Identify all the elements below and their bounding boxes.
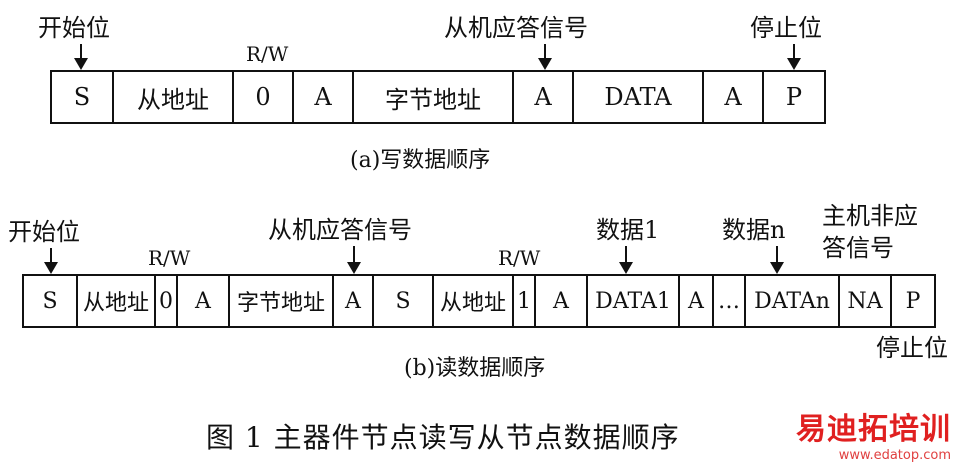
cell-b-slave-addr-1: 从地址 [78,276,156,326]
cell-a-ack-3: A [704,72,764,122]
arrow-b-start [44,248,58,274]
label-b-start: 开始位 [8,218,80,246]
label-b-ack: 从机应答信号 [268,216,412,244]
cell-b-byte-addr: 字节地址 [230,276,334,326]
label-b-master-ack-line1: 主机非应 [822,202,918,230]
cell-b-rw-1: 0 [156,276,178,326]
cell-b-nack: NA [840,276,892,326]
cell-a-ack-1: A [294,72,354,122]
arrow-b-datan [770,246,784,274]
write-sequence-frame: S 从地址 0 A 字节地址 A DATA A P [50,70,826,124]
label-a-ack: 从机应答信号 [444,14,588,42]
label-b-rw-1: R/W [148,246,191,270]
arrow-a-ack [538,44,552,70]
caption-a: (a)写数据顺序 [350,148,491,173]
label-a-start: 开始位 [38,14,110,42]
cell-b-datan: DATAn [746,276,840,326]
cell-a-byte-addr: 字节地址 [354,72,514,122]
cell-a-ack-2: A [514,72,574,122]
watermark-url: www.edatop.com [838,448,951,463]
cell-a-rw: 0 [234,72,294,122]
cell-b-slave-addr-2: 从地址 [434,276,514,326]
cell-b-ack-3: A [536,276,588,326]
cell-a-data: DATA [574,72,704,122]
label-b-datan: 数据n [722,216,786,244]
label-b-stop: 停止位 [876,334,948,362]
cell-b-ack-2: A [334,276,374,326]
caption-b: (b)读数据顺序 [404,356,546,381]
watermark-logo: 易迪拓培训 www.edatop.com [796,404,951,463]
cell-b-ellipsis: … [714,276,746,326]
cell-a-stop: P [785,83,803,111]
label-b-master-ack-line2: 答信号 [822,234,894,262]
cell-b-restart: S [374,276,434,326]
cell-a-slave-addr: 从地址 [114,72,234,122]
read-sequence-frame: S 从地址 0 A 字节地址 A S 从地址 1 A DATA1 A … DAT… [22,274,936,328]
arrow-b-data1 [619,246,633,274]
figure-title: 图 1 主器件节点读写从节点数据顺序 [206,421,680,454]
label-b-rw-2: R/W [498,246,541,270]
cell-a-start: S [52,72,114,122]
watermark-text: 易迪拓培训 [796,412,951,447]
label-a-stop: 停止位 [750,14,822,42]
cell-b-ack-4: A [680,276,714,326]
cell-b-stop: P [905,288,921,314]
cell-b-ack-1: A [178,276,230,326]
arrow-b-ack [347,246,361,274]
cell-b-rw-2: 1 [514,276,536,326]
cell-b-start: S [24,276,78,326]
label-a-rw: R/W [246,42,289,66]
arrow-a-start [74,44,88,70]
cell-b-data1: DATA1 [588,276,680,326]
label-b-data1: 数据1 [596,216,660,244]
arrow-a-stop [787,44,801,70]
